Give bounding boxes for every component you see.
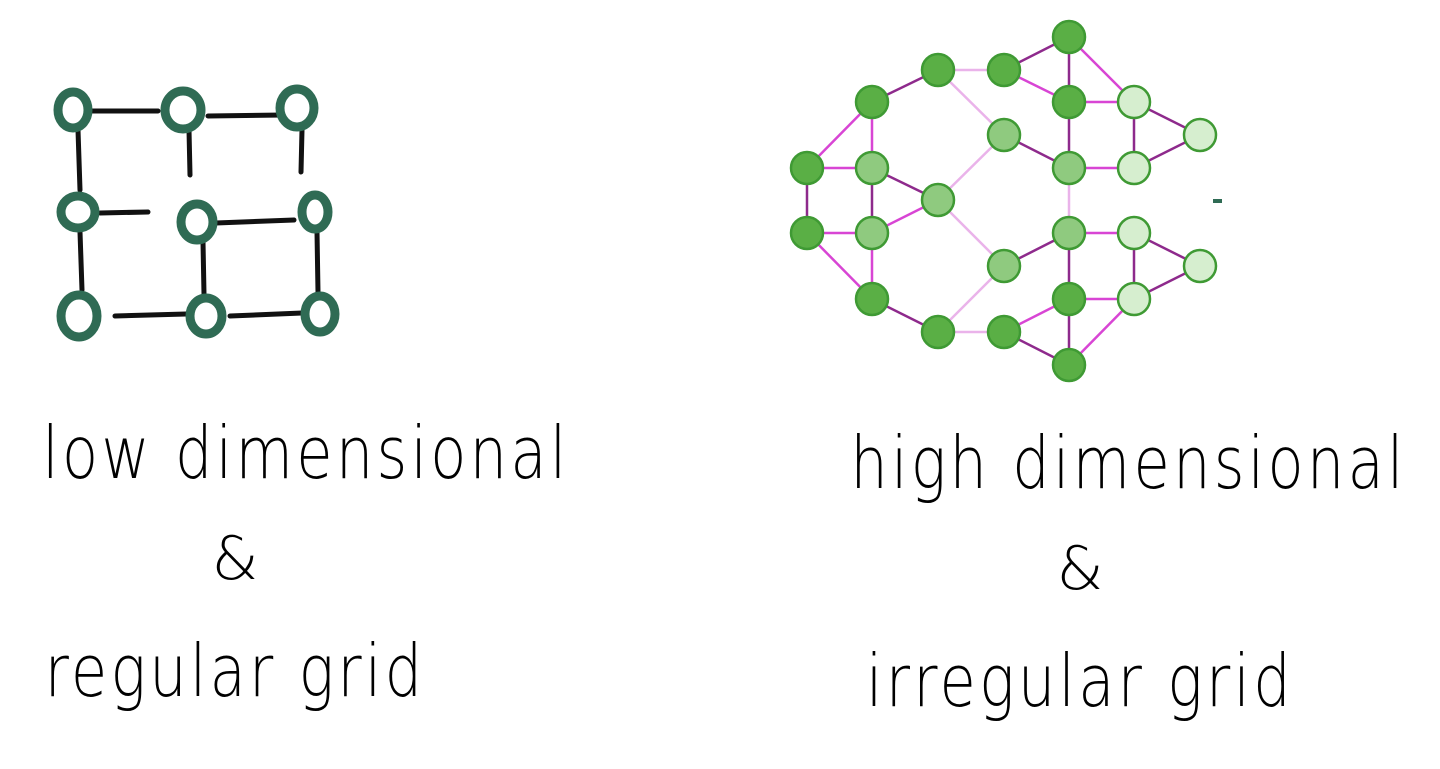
grid-edge	[75, 127, 83, 193]
regular-grid-caption: low dimensional & regular grid	[0, 385, 570, 723]
graph-node	[986, 117, 1022, 153]
graph-node	[1051, 150, 1087, 186]
grid-node	[56, 290, 102, 342]
grid-edge	[298, 127, 305, 175]
graph-node	[1182, 248, 1218, 284]
graph-node	[1182, 117, 1218, 153]
grid-edge	[200, 239, 207, 297]
graph-node	[986, 248, 1022, 284]
graph-node	[789, 150, 825, 186]
graph-node	[920, 182, 956, 218]
graph-node	[1051, 215, 1087, 251]
graph-node	[920, 52, 956, 88]
caption-line-ampersand: &	[1056, 534, 1104, 604]
graph-node	[986, 314, 1022, 350]
caption-line-regular-grid: regular grid	[44, 629, 426, 713]
irregular-graph-diagram	[789, 19, 1218, 383]
grid-edge	[314, 229, 321, 295]
graph-node	[789, 215, 825, 251]
grid-edge	[77, 229, 85, 293]
graph-node	[1116, 84, 1152, 120]
grid-node	[53, 87, 93, 133]
irregular-grid-caption: high dimensional & irregular grid	[800, 395, 1407, 733]
graph-node	[854, 281, 890, 317]
graph-node	[1051, 281, 1087, 317]
grid-node	[300, 291, 340, 337]
grid-node	[56, 191, 100, 233]
graph-node	[854, 84, 890, 120]
grid-edge	[97, 209, 151, 216]
graph-node	[920, 314, 956, 350]
regular-grid-diagram	[53, 84, 340, 342]
graph-node	[1116, 150, 1152, 186]
grid-edge	[186, 127, 193, 178]
grid-edge	[112, 311, 189, 319]
graph-node	[1116, 215, 1152, 251]
grid-node	[275, 84, 319, 132]
caption-line-high-dimensional: high dimensional	[850, 421, 1407, 505]
graph-node	[1051, 84, 1087, 120]
graph-node	[986, 52, 1022, 88]
grid-edge	[205, 112, 286, 119]
graph-node	[854, 150, 890, 186]
grid-node	[160, 86, 206, 134]
grid-node	[297, 190, 333, 234]
graph-node	[1051, 347, 1087, 383]
graph-node	[1116, 281, 1152, 317]
grid-node	[185, 293, 227, 339]
graph-node	[854, 215, 890, 251]
graph-node	[1051, 19, 1087, 55]
caption-line-low-dimensional: low dimensional	[42, 411, 570, 495]
grid-edge	[213, 217, 297, 226]
caption-line-irregular-grid: irregular grid	[866, 639, 1294, 723]
grid-node	[176, 199, 218, 245]
grid-edge	[227, 310, 305, 319]
stray-mark	[1213, 199, 1222, 203]
caption-line-ampersand: &	[211, 524, 259, 594]
